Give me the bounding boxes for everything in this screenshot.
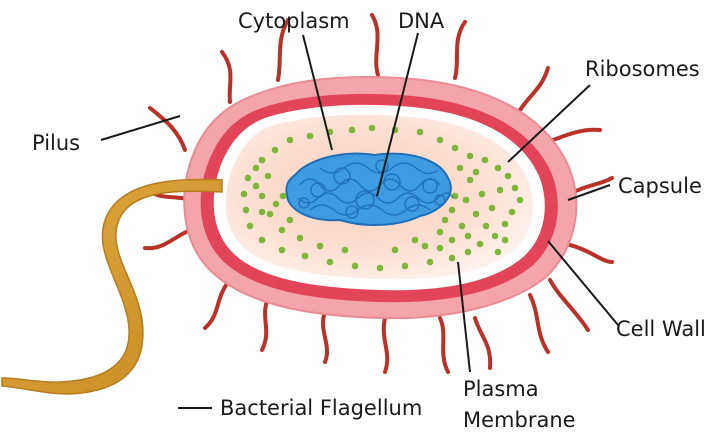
pilus (150, 108, 185, 150)
ribosome-dot (509, 209, 516, 216)
ribosome-dot (449, 237, 456, 244)
ribosome-dot (243, 207, 250, 214)
ribosome-dot (452, 145, 459, 152)
ribosome-dot (437, 137, 444, 144)
ribosome-dot (253, 183, 260, 190)
ribosome-dot (272, 147, 279, 154)
pilus (222, 52, 231, 102)
ribosome-dot (267, 211, 274, 218)
ribosome-dot (427, 259, 434, 266)
ribosome-dot (512, 185, 519, 192)
ribosome-dot (259, 237, 266, 244)
ribosome-dot (437, 245, 444, 252)
ribosome-dot (495, 249, 502, 256)
label-cell-wall: Cell Wall (616, 317, 706, 341)
ribosome-dot (265, 173, 272, 180)
label-pilus: Pilus (32, 131, 80, 155)
ribosome-dot (402, 263, 409, 270)
ribosome-dot (467, 153, 474, 160)
label-ribosomes: Ribosomes (585, 57, 700, 81)
ribosome-dot (517, 197, 524, 204)
ribosome-dot (457, 165, 464, 172)
ribosome-dot (259, 209, 266, 216)
ribosome-dot (449, 255, 456, 262)
ribosome-dot (245, 175, 252, 182)
label-bacterial-flagellum: Bacterial Flagellum (220, 396, 422, 420)
ribosome-dot (259, 157, 266, 164)
ribosome-dot (247, 223, 254, 230)
label-dna: DNA (398, 9, 445, 33)
ribosome-dot (489, 205, 496, 212)
ribosome-dot (280, 193, 287, 200)
ribosome-dot (495, 165, 502, 172)
pilus (205, 282, 228, 328)
ribosome-dot (412, 237, 419, 244)
pilus (372, 15, 378, 75)
ribosome-dot (437, 229, 444, 236)
ribosome-dot (422, 243, 429, 250)
pilus (384, 318, 388, 372)
ribosome-dot (465, 233, 472, 240)
ribosome-dot (241, 191, 248, 198)
ribosome-dot (505, 173, 512, 180)
ribosome-dot (327, 259, 334, 266)
ribosome-dot (279, 247, 286, 254)
ribosome-dot (497, 187, 504, 194)
ribosome-dot (273, 201, 280, 208)
ribosome-dot (477, 241, 484, 248)
ribosome-dot (502, 237, 509, 244)
ribosome-dot (479, 191, 486, 198)
ribosome-dot (302, 253, 309, 260)
ribosome-dot (259, 193, 266, 200)
ribosome-dot (449, 207, 456, 214)
ribosome-dot (467, 177, 474, 184)
ribosome-dot (287, 217, 294, 224)
ribosome-dot (417, 129, 424, 136)
label-capsule: Capsule (618, 174, 702, 198)
ribosome-dot (377, 265, 384, 272)
dna-nucleoid (286, 154, 453, 225)
ribosome-dot (369, 125, 376, 132)
ribosome-dot (452, 193, 459, 200)
ribosome-dot (473, 169, 480, 176)
ribosome-dot (317, 243, 324, 250)
pilus (530, 295, 548, 352)
ribosome-dot (349, 127, 356, 134)
pilus (455, 22, 465, 78)
ribosome-dot (279, 227, 286, 234)
ribosome-dot (342, 247, 349, 254)
label-cytoplasm: Cytoplasm (238, 9, 350, 33)
leader-pilus (101, 116, 180, 140)
pilus (570, 245, 612, 262)
pilus (323, 312, 327, 362)
ribosome-dot (352, 263, 359, 270)
ribosome-dot (459, 223, 466, 230)
pilus (440, 318, 448, 372)
pilus (520, 68, 548, 110)
pilus (262, 298, 268, 350)
label-plasma-membrane-line1: Plasma (463, 377, 539, 401)
ribosome-dot (442, 217, 449, 224)
ribosome-dot (482, 157, 489, 164)
ribosome-dot (492, 233, 499, 240)
pilus (550, 280, 588, 330)
label-plasma-membrane-line2: Membrane (463, 408, 576, 432)
ribosome-dot (483, 223, 490, 230)
leader-cell-wall (548, 241, 618, 325)
ribosome-dot (463, 197, 470, 204)
pilus (475, 318, 490, 368)
ribosome-dot (473, 211, 480, 218)
ribosome-dot (297, 235, 304, 242)
ribosome-dot (307, 133, 314, 140)
ribosome-dot (287, 137, 294, 144)
ribosome-dot (253, 165, 260, 172)
ribosome-dot (465, 249, 472, 256)
ribosome-dot (392, 247, 399, 254)
ribosome-dot (502, 221, 509, 228)
